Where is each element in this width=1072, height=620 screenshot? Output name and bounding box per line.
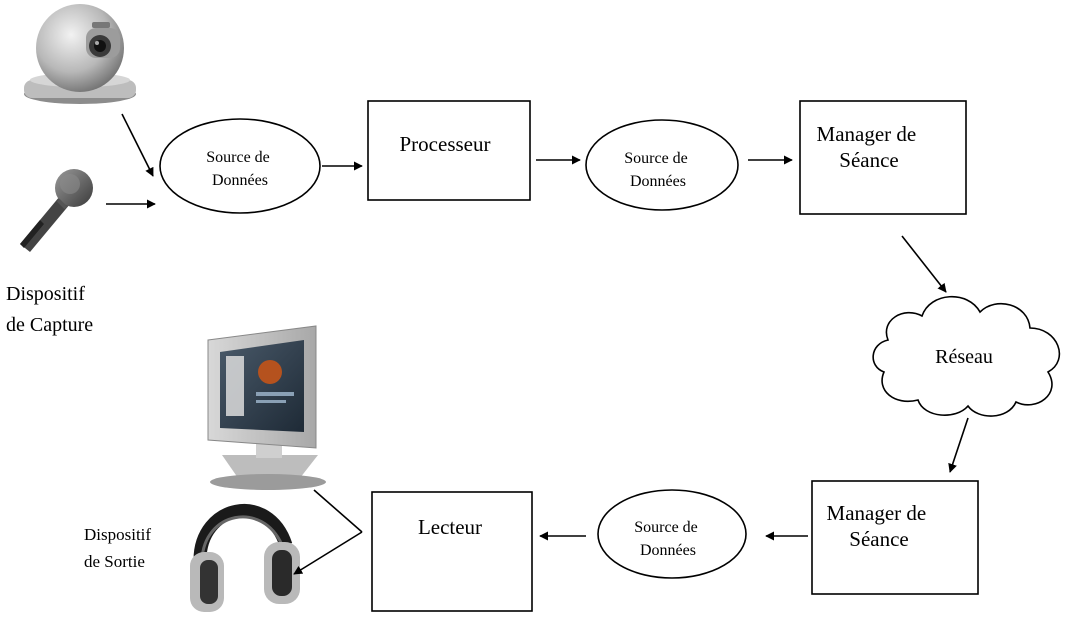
source-node-1-line1: Source de <box>206 149 270 166</box>
manager-node-1-label: Manager de Séance <box>817 122 922 172</box>
reader-label: Lecteur <box>418 515 482 539</box>
arrow-webcam-to-source <box>121 113 154 177</box>
reader-node <box>371 491 533 612</box>
manager-node-2-line1: Manager de <box>827 501 927 525</box>
output-device-line1: Dispositif <box>84 525 151 544</box>
source-node-3-line2: Données <box>640 542 696 559</box>
capture-device-label: Dispositif de Capture <box>6 283 93 336</box>
source-node-3-line1: Source de <box>634 519 698 536</box>
arrow-network-to-manager <box>948 417 969 473</box>
manager-node-2-label: Manager de Séance <box>827 501 932 551</box>
source-node-1-label: Source de Données <box>206 149 274 189</box>
source-node-2-label: Source de Données <box>624 150 692 190</box>
source-node-3 <box>597 489 747 579</box>
capture-device-line1: Dispositif <box>6 283 85 305</box>
manager-node-1 <box>799 100 967 215</box>
source-node-2 <box>585 119 739 211</box>
source-node-2-line1: Source de <box>624 150 688 167</box>
arrow-reader-to-headphones <box>293 531 363 575</box>
manager-node-2-line2: Séance <box>849 527 908 551</box>
manager-node-1-line2: Séance <box>839 148 898 172</box>
monitor-icon <box>207 325 326 490</box>
source-node-3-label: Source de Données <box>634 519 702 559</box>
processor-label: Processeur <box>400 132 491 156</box>
output-device-label: Dispositif de Sortie <box>84 525 155 571</box>
branch-line-monitor <box>313 489 363 533</box>
webcam-icon <box>24 4 136 104</box>
manager-node-1-line1: Manager de <box>817 122 917 146</box>
manager-node-2 <box>811 480 979 595</box>
output-device-line2: de Sortie <box>84 552 145 571</box>
source-node-1-line2: Données <box>212 172 268 189</box>
network-node <box>872 295 1061 417</box>
network-label: Réseau <box>935 346 993 368</box>
arrow-manager-to-network <box>901 235 947 293</box>
source-node-1 <box>159 118 321 214</box>
microphone-icon <box>20 169 93 252</box>
headphones-icon <box>190 504 300 612</box>
source-node-2-line2: Données <box>630 173 686 190</box>
processor-node <box>367 100 531 201</box>
capture-device-line2: de Capture <box>6 314 93 336</box>
